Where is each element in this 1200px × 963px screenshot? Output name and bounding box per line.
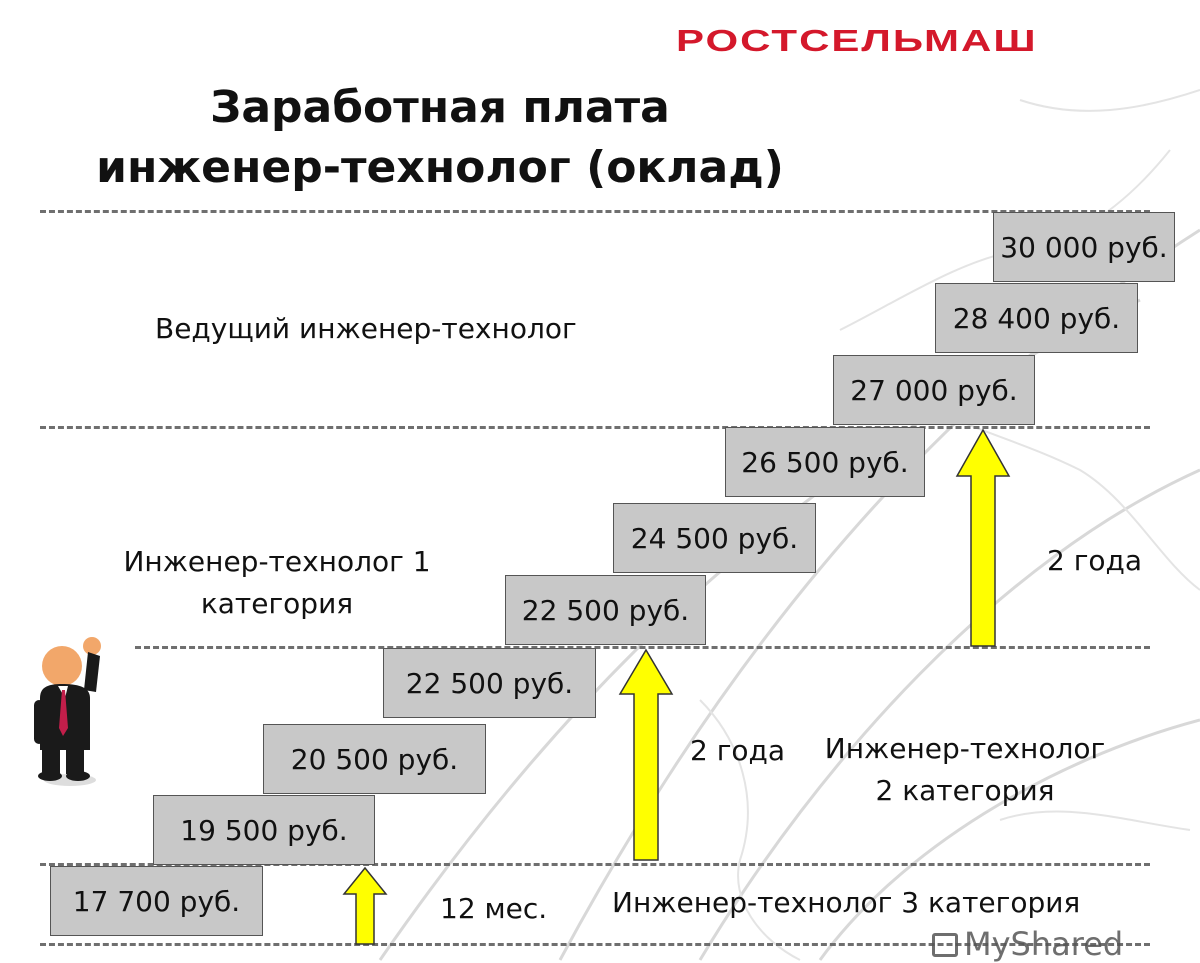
salary-step: 20 500 руб. [263, 724, 486, 794]
salary-step: 26 500 руб. [725, 427, 925, 497]
salary-step: 27 000 руб. [833, 355, 1035, 425]
duration-second-label: 2 года [690, 734, 786, 767]
level-cat2-label: Инженер-технолог 2 категория [805, 728, 1125, 812]
arrow-up-icon [618, 648, 674, 861]
salary-step: 24 500 руб. [613, 503, 816, 573]
salary-step: 28 400 руб. [935, 283, 1138, 353]
divider-top [40, 210, 1150, 213]
divider-lead [40, 426, 1150, 429]
watermark: MyShared [932, 925, 1123, 963]
level-cat3-label: Инженер-технолог 3 категория [612, 886, 1081, 919]
level-lead-label: Ведущий инженер-технолог [155, 312, 577, 345]
title-line-2: инженер-технолог (оклад) [96, 142, 784, 193]
level-cat2-line1: Инженер-технолог [824, 732, 1106, 765]
presentation-icon [932, 933, 958, 957]
level-cat1-label: Инженер-технолог 1 категория [112, 541, 442, 625]
divider-cat1 [135, 646, 1150, 649]
duration-third-label: 2 года [1047, 544, 1143, 577]
page-title: Заработная плата инженер-технолог (оклад… [0, 78, 880, 198]
title-line-1: Заработная плата [210, 82, 670, 133]
watermark-text: MyShared [964, 925, 1124, 963]
salary-step: 22 500 руб. [505, 575, 706, 645]
salary-step: 22 500 руб. [383, 648, 596, 718]
salary-step: 17 700 руб. [50, 866, 263, 936]
divider-bottom [40, 943, 1150, 946]
businessman-icon [34, 637, 101, 786]
duration-first-label: 12 мес. [440, 892, 548, 925]
level-cat1-line2: категория [200, 587, 354, 620]
level-cat1-line1: Инженер-технолог 1 [123, 545, 431, 578]
arrow-up-icon [342, 866, 388, 945]
salary-step: 19 500 руб. [153, 795, 375, 865]
level-cat2-line2: 2 категория [875, 774, 1055, 807]
company-logo: РОСТСЕЛЬМАШ [676, 23, 1038, 58]
salary-step: 30 000 руб. [993, 212, 1175, 282]
arrow-up-icon [955, 428, 1011, 647]
divider-cat2 [40, 863, 1150, 866]
